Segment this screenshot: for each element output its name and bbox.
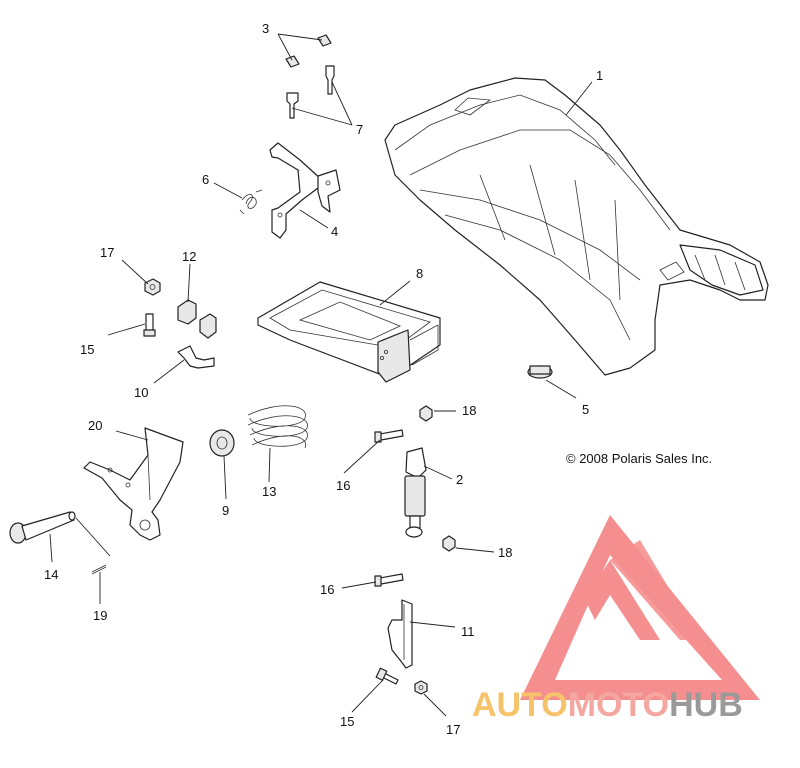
callout-2: 2 — [456, 472, 463, 487]
svg-text:AUTOMOTOHUB: AUTOMOTOHUB — [472, 686, 743, 724]
storage-tray-part — [257, 281, 441, 383]
callout-17-lower: 17 — [446, 722, 460, 737]
watermark-logo — [520, 515, 760, 700]
rivet-tab-part — [285, 34, 332, 68]
callout-1: 1 — [596, 68, 603, 83]
latch-spring-part — [239, 189, 263, 215]
callout-19: 19 — [93, 608, 107, 623]
shock-nut-part-lower — [442, 535, 456, 552]
callout-6: 6 — [202, 172, 209, 187]
callout-15-lower: 15 — [340, 714, 354, 729]
callout-8: 8 — [416, 266, 423, 281]
nut-part-lower — [414, 680, 428, 695]
callout-12: 12 — [182, 249, 196, 264]
coil-spring-part — [247, 405, 308, 449]
grommet-part — [527, 365, 553, 379]
rear-bracket-part — [387, 599, 413, 669]
shock-nut-part — [419, 405, 433, 422]
shock-absorber-part — [404, 447, 427, 538]
callout-16-lower: 16 — [320, 582, 334, 597]
shock-bolt-part-lower — [374, 573, 404, 587]
callout-7: 7 — [356, 122, 363, 137]
cotter-pin-part — [91, 564, 107, 575]
leader-lines — [49, 33, 593, 717]
callout-15-upper: 15 — [80, 342, 94, 357]
bolt-part — [143, 313, 156, 337]
callout-11: 11 — [461, 624, 475, 639]
nut-part — [144, 278, 161, 296]
callout-18-upper: 18 — [462, 403, 476, 418]
callout-10: 10 — [134, 385, 148, 400]
pivot-pin-part — [9, 511, 76, 544]
mounting-plate-part — [83, 427, 184, 541]
callout-3: 3 — [262, 21, 269, 36]
callout-17-upper: 17 — [100, 245, 114, 260]
bolt-part-lower — [375, 667, 399, 685]
watermark-hub: HUB — [669, 686, 743, 724]
push-pin-part — [286, 65, 335, 119]
shock-bolt-part — [374, 429, 404, 443]
callout-labels: 1 2 3 4 5 6 7 8 9 10 11 12 13 14 15 15 1… — [44, 21, 603, 737]
watermark-moto: MOTO — [568, 686, 669, 724]
clamp-bracket-part — [177, 345, 215, 369]
callout-13: 13 — [262, 484, 276, 499]
bushing-part — [177, 299, 217, 339]
callout-4: 4 — [331, 224, 338, 239]
watermark-auto: AUTO — [472, 686, 568, 724]
callout-14: 14 — [44, 567, 58, 582]
callout-18-lower: 18 — [498, 545, 512, 560]
callout-16-upper: 16 — [336, 478, 350, 493]
seat-latch-part — [269, 142, 341, 239]
seat-part — [384, 77, 769, 376]
callout-5: 5 — [582, 402, 589, 417]
watermark-wordmark: AUTOMOTOHUB — [472, 686, 743, 724]
callout-20: 20 — [88, 418, 102, 433]
cushion-part — [209, 429, 235, 457]
copyright-text: © 2008 Polaris Sales Inc. — [566, 451, 712, 466]
callout-9: 9 — [222, 503, 229, 518]
